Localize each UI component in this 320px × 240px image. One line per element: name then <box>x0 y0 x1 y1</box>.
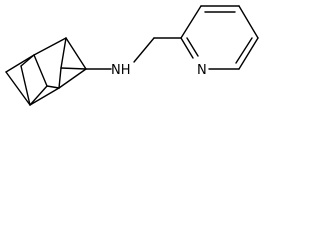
adamantane-bond-7 <box>33 54 48 87</box>
adamantane-bond-8 <box>46 85 60 89</box>
adamantane-bond-11 <box>60 67 87 70</box>
pyridine-nitrogen-label: N <box>197 63 207 78</box>
adamantane-bond-12 <box>58 67 62 89</box>
adamantane-bond-10 <box>60 37 67 69</box>
amine-label: NH <box>111 63 131 78</box>
bond-nh-ch2 <box>133 37 155 63</box>
pyridine-ring <box>180 5 259 70</box>
pyridine-bond-4 <box>238 37 259 70</box>
chemical-structure-diagram: NH N <box>5 5 259 106</box>
pyridine-bond-1 <box>180 5 202 39</box>
adamantane-bond-3 <box>65 37 87 70</box>
adamantane-bond-13 <box>20 65 31 106</box>
pyridine-bond-6 <box>180 37 194 59</box>
adamantane-bond-6 <box>5 71 31 106</box>
adamantane-bond-9 <box>29 85 48 106</box>
adamantane-bond-4 <box>58 68 87 89</box>
pyridine-bond-3 <box>238 5 259 39</box>
pyridine-double-bond-2 <box>235 37 253 64</box>
linker-bonds <box>85 37 182 70</box>
adamantane-cage <box>5 37 87 106</box>
adamantane-bond-2 <box>33 37 67 56</box>
adamantane-bond-5 <box>29 87 60 106</box>
adamantane-bond-1 <box>5 54 35 73</box>
adamantane-bond-14 <box>20 54 35 67</box>
molecule-canvas: NH N <box>0 0 267 111</box>
pyridine-double-bond-3 <box>186 37 199 57</box>
